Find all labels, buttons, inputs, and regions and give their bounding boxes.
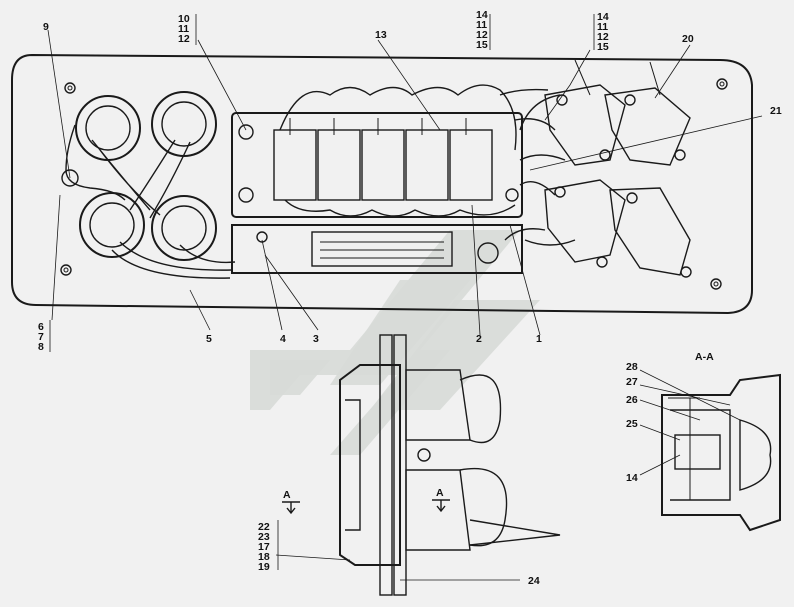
stack-top-a-1: 11 [178,23,189,35]
callout-26: 26 [626,394,638,406]
stack-top-c-0: 14 [597,11,609,23]
grommet-9 [61,169,79,187]
panel-screw-3 [505,188,519,202]
section-arrows [282,499,450,515]
relay-bank [273,84,517,217]
watermark-logo [250,230,540,455]
top-plan-view [11,53,753,315]
stack-top-c-1: 11 [597,21,608,33]
plate-hole-tr-inner [719,81,725,87]
callout-28: 28 [626,361,638,373]
section-aa-view [661,373,781,532]
callout-13: 13 [375,29,387,41]
callout-2: 2 [476,333,482,345]
stack-bottom-0: 22 [258,521,270,533]
stack-bottom-1: 23 [258,531,270,543]
section-title: А-А [695,351,714,363]
plate-hole-tl-inner [67,85,73,91]
plate-hole-bl [60,264,72,276]
plate-hole-br [710,278,722,290]
plate-hole-br-inner [713,281,719,287]
stack-top-c-2: 12 [597,31,609,43]
panel-screw-2 [238,187,254,203]
leader-lines [47,14,763,581]
terminal-units [499,59,692,278]
round-connectors [61,91,236,279]
callout-21: 21 [770,105,782,117]
callout-labels: 9 13 20 21 5 4 3 2 1 24 А-А 28 27 26 25 … [38,9,782,587]
stack-bottom-3: 18 [258,551,270,563]
side-view [339,334,561,596]
stack-top-b-3: 15 [476,39,488,51]
section-marker-right: А [436,487,444,499]
callout-3: 3 [313,333,319,345]
stack-top-b-2: 12 [476,29,488,41]
callout-25: 25 [626,418,638,430]
stack-top-c-3: 15 [597,41,609,53]
callout-24: 24 [528,575,540,587]
section-marker-left: А [283,489,291,501]
stack-top-b-0: 14 [476,9,488,21]
callout-1: 1 [536,333,542,345]
stack-left-1: 7 [38,331,44,343]
stack-bottom-2: 17 [258,541,270,553]
stack-left-0: 6 [38,321,44,333]
plug-cap-2 [477,242,499,264]
callout-14: 14 [626,472,638,484]
stack-top-a-2: 12 [178,33,190,45]
stack-top-b-1: 11 [476,19,487,31]
plug-connector [231,224,523,274]
callout-9: 9 [43,21,49,33]
stack-bottom-4: 19 [258,561,270,573]
plate-hole-bl-inner [63,267,69,273]
plate-hole-tl [64,82,76,94]
stack-left-2: 8 [38,341,44,353]
callout-5: 5 [206,333,212,345]
plug-socket [311,231,453,267]
stack-top-a-0: 10 [178,13,190,25]
callout-4: 4 [280,333,286,345]
panel-screw-1 [238,124,254,140]
mounting-plate [11,53,753,315]
plug-screw-3 [256,231,268,243]
plate-hole-tr [716,78,728,90]
callout-27: 27 [626,376,638,388]
callout-20: 20 [682,33,694,45]
relay-panel [231,112,523,218]
